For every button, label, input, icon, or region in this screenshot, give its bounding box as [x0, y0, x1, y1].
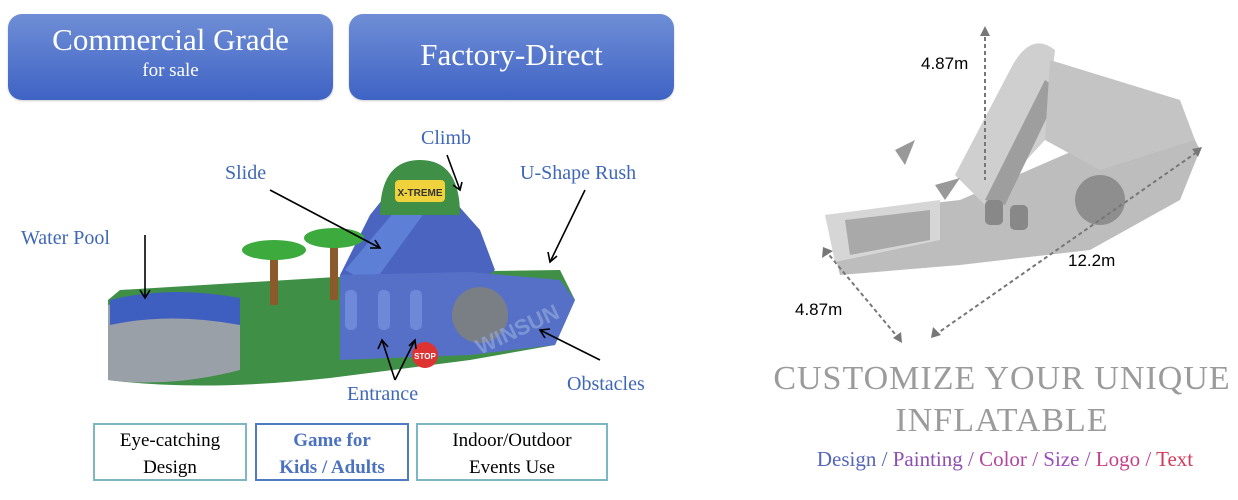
slide-label: Slide	[225, 162, 267, 184]
separator: /	[1026, 447, 1044, 471]
height-dimension-label: 4.87m	[921, 54, 969, 73]
separator: /	[962, 447, 980, 471]
tunnel-entry	[452, 287, 508, 343]
entrance-label: Entrance	[347, 383, 419, 405]
palm-trunk	[270, 255, 278, 305]
separator: /	[1140, 447, 1157, 471]
feature-line2: Events Use	[468, 457, 555, 478]
pool-wall	[110, 291, 240, 325]
option-text: Text	[1156, 447, 1194, 471]
feature-eye-catching: Eye-catching Design	[93, 423, 247, 481]
for-sale-label: for sale	[142, 60, 199, 81]
x-treme-sign	[395, 180, 445, 202]
grayscale-model-illustration	[822, 26, 1202, 343]
option-design: Design	[816, 447, 877, 471]
pillar	[410, 290, 422, 330]
option-color: Color	[979, 447, 1027, 471]
feature-line2: Design	[143, 457, 197, 478]
obstacles-label: Obstacles	[567, 373, 645, 395]
svg-text:STOP: STOP	[414, 352, 436, 361]
stop-sign	[412, 342, 438, 368]
inflatable-product-illustration: X-TREME STOP WINSUN	[108, 154, 601, 386]
water-pool-label: Water Pool	[21, 227, 110, 249]
dimension-arrowheads	[822, 26, 1202, 343]
feature-line1: Eye-catching	[119, 430, 221, 451]
commercial-grade-title: Commercial Grade	[52, 22, 289, 57]
slide-lane	[345, 205, 430, 285]
u-shape-rush-label: U-Shape Rush	[520, 162, 637, 184]
pillar	[345, 290, 357, 330]
pillar	[378, 290, 390, 330]
width-dimension-label: 4.87m	[795, 300, 843, 319]
commercial-grade-badge: Commercial Grade for sale	[8, 14, 333, 100]
option-size: Size	[1043, 447, 1080, 471]
palm-leaves	[242, 240, 306, 260]
feature-indoor-outdoor: Indoor/Outdoor Events Use	[416, 423, 608, 481]
factory-direct-title: Factory-Direct	[420, 37, 603, 72]
palm-leaves	[304, 228, 364, 248]
option-logo: Logo	[1095, 447, 1141, 471]
customize-headline-line1: CUSTOMIZE YOUR UNIQUE	[773, 360, 1231, 397]
feature-line2: Kids / Adults	[279, 457, 385, 478]
x-treme-text: X-TREME	[398, 188, 443, 199]
dimension-lines	[824, 30, 1201, 341]
factory-direct-badge: Factory-Direct	[349, 14, 674, 100]
customize-options: Design / Painting / Color / Size / Logo …	[770, 447, 1238, 472]
palm-trunk	[330, 240, 338, 300]
gray-model	[825, 43, 1200, 275]
feature-line1: Indoor/Outdoor	[452, 430, 572, 451]
customize-headline-line2: INFLATABLE	[895, 402, 1109, 439]
feature-game-for: Game for Kids / Adults	[255, 423, 409, 481]
separator: /	[1079, 447, 1096, 471]
length-dimension-label: 12.2m	[1068, 251, 1116, 270]
climb-label: Climb	[421, 127, 472, 149]
callout-arrows	[139, 154, 601, 381]
feature-line1: Game for	[293, 430, 371, 451]
separator: /	[876, 447, 893, 471]
option-painting: Painting	[892, 447, 963, 471]
